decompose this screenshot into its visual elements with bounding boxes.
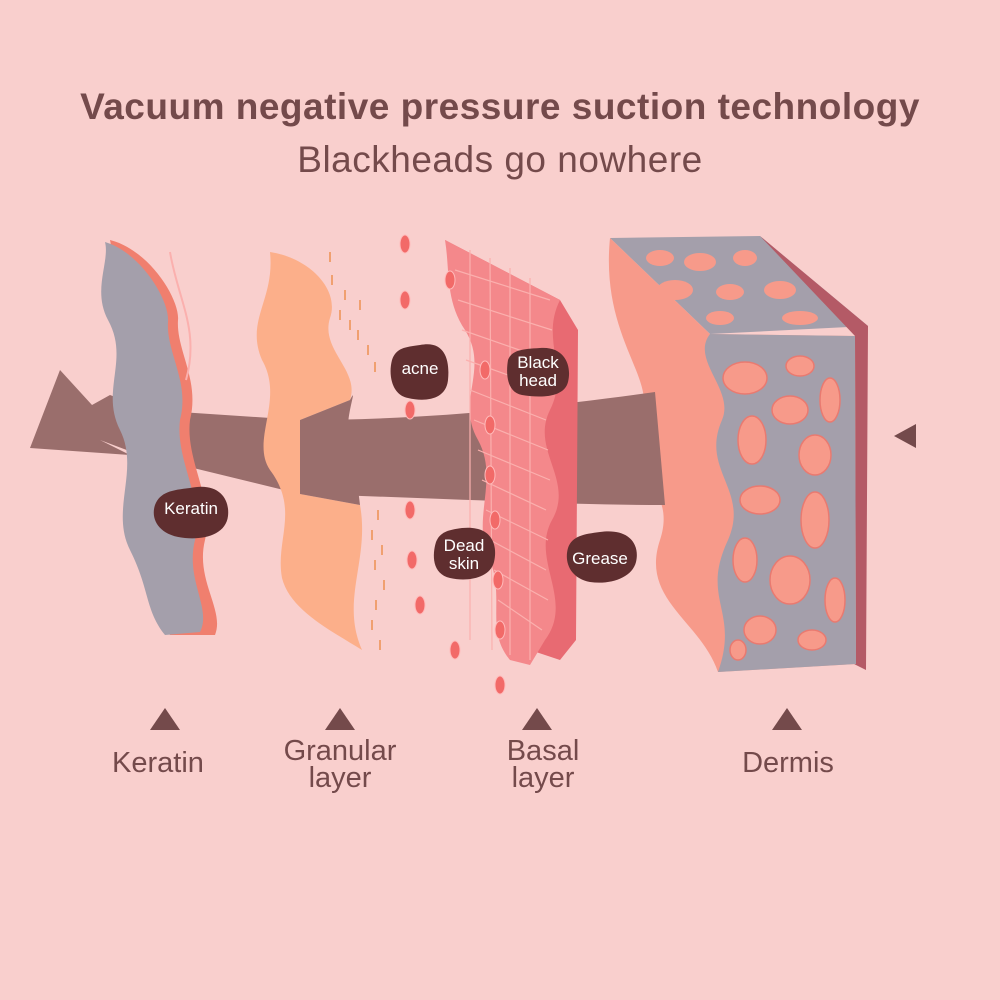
bubbles <box>153 344 637 583</box>
dead-skin-label-line2: skin <box>448 554 480 573</box>
grease-bubble <box>566 531 637 583</box>
grease-label: Grease <box>572 549 628 568</box>
layer-markers <box>150 424 916 730</box>
label-basal-line2: layer <box>511 762 575 794</box>
blackhead-label-line2: head <box>519 371 557 390</box>
label-granular-line2: layer <box>308 762 372 794</box>
keratin-bubble <box>153 486 229 539</box>
dead-skin-label: Dead skin <box>419 537 509 573</box>
label-basal-layer: Basal layer <box>453 735 633 794</box>
granule-dashes <box>329 252 385 650</box>
granular-layer <box>256 252 363 650</box>
triangle-left-icon <box>894 424 916 448</box>
label-basal-line1: Basal <box>506 735 580 767</box>
triangle-up-icon <box>522 708 552 730</box>
label-dermis: Dermis <box>742 747 834 779</box>
triangle-up-icon <box>325 708 355 730</box>
triangle-up-icon <box>150 708 180 730</box>
dot-column <box>399 234 506 695</box>
title-line-2: Blackheads go nowhere <box>297 139 703 180</box>
acne-label: acne <box>401 359 439 378</box>
dead-skin-label-line1: Dead <box>443 536 485 555</box>
dermis-layer <box>608 236 868 672</box>
dead-skin-bubble <box>433 527 496 580</box>
basal-layer <box>445 240 578 665</box>
triangle-up-icon <box>772 708 802 730</box>
keratin-bubble-label: Keratin <box>164 499 218 518</box>
blackhead-label: Black head <box>493 354 583 390</box>
blackhead-bubble <box>507 347 570 397</box>
blackhead-label-line1: Black <box>517 353 559 372</box>
label-granular-line1: Granular <box>283 735 397 767</box>
label-granular-layer: Granular layer <box>250 735 430 794</box>
acne-bubble <box>390 344 449 400</box>
label-keratin: Keratin <box>112 747 204 779</box>
title-line-1: Vacuum negative pressure suction technol… <box>80 86 920 127</box>
